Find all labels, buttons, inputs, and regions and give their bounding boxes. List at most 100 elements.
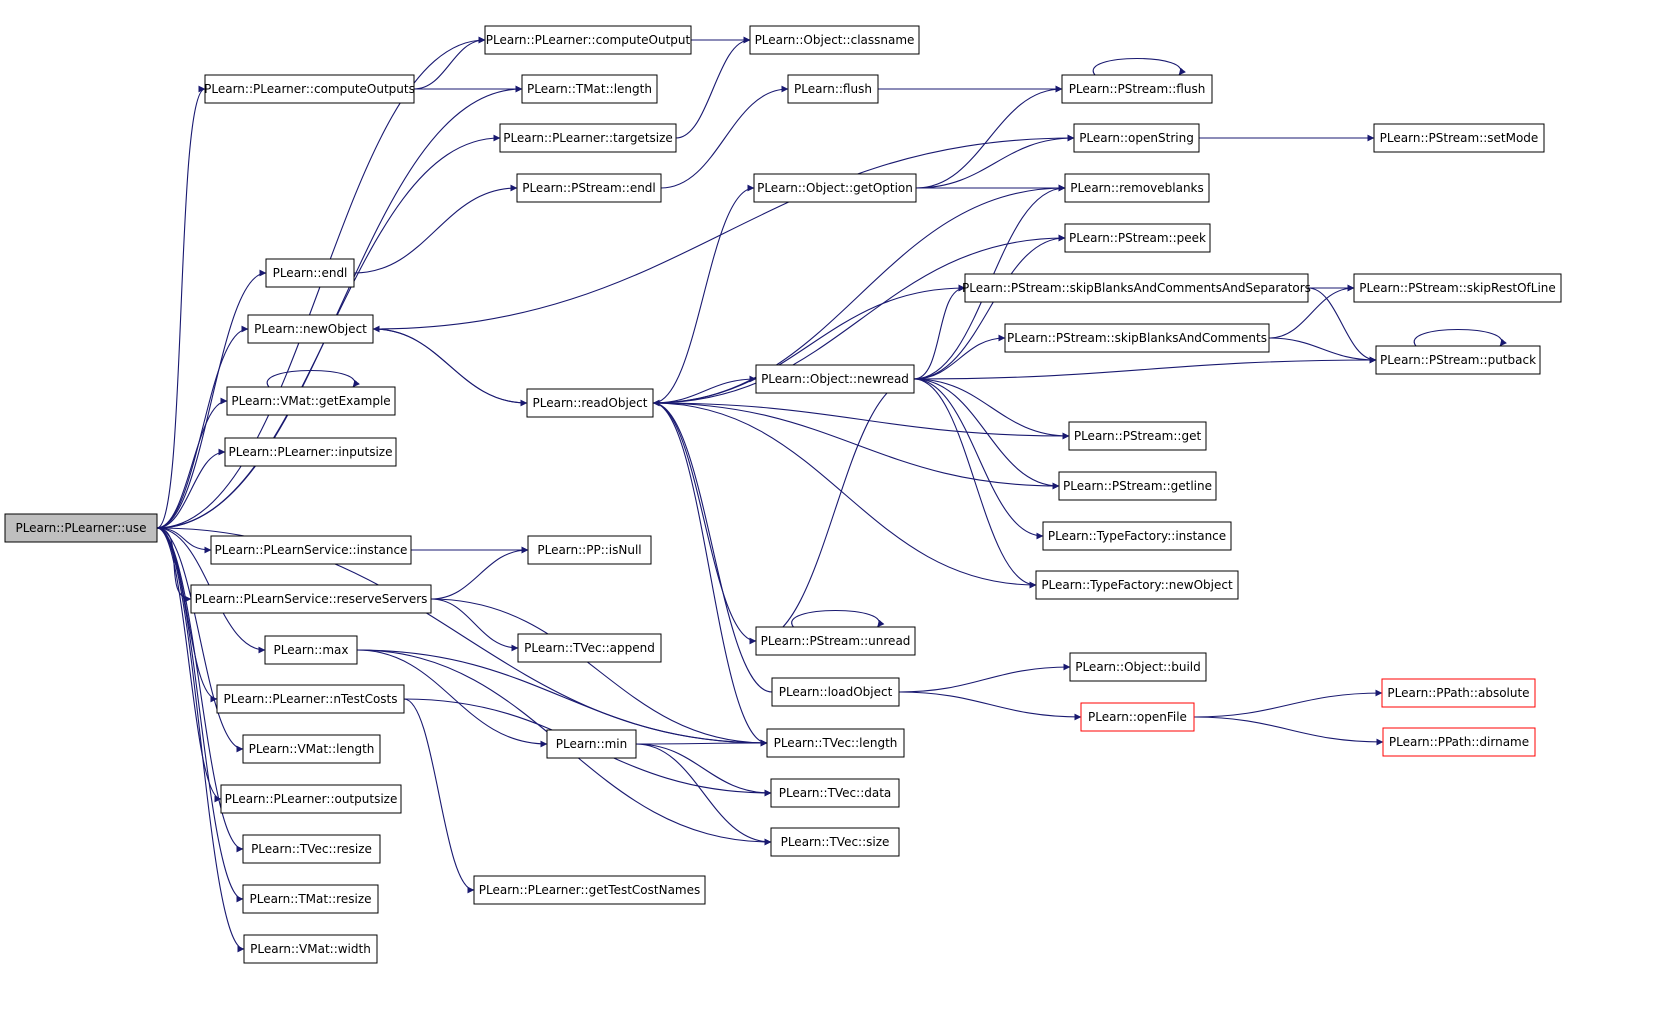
node-box[interactable] xyxy=(499,123,677,153)
node-box[interactable] xyxy=(220,784,402,814)
node-box[interactable] xyxy=(1381,678,1536,708)
node-box[interactable] xyxy=(771,677,900,707)
node-inputsize[interactable]: PLearn::PLearner::inputsize xyxy=(224,437,397,467)
node-targetsize[interactable]: PLearn::PLearner::targetsize xyxy=(499,123,677,153)
node-box[interactable] xyxy=(755,364,915,394)
node-box[interactable] xyxy=(1064,223,1211,253)
node-box[interactable] xyxy=(216,684,405,714)
node-box[interactable] xyxy=(247,314,374,344)
node-box[interactable] xyxy=(4,513,158,543)
node-pstreamGet[interactable]: PLearn::PStream::get xyxy=(1068,421,1207,451)
node-box[interactable] xyxy=(1382,727,1536,757)
node-openFile[interactable]: PLearn::openFile xyxy=(1080,702,1195,732)
node-box[interactable] xyxy=(484,25,692,55)
node-box[interactable] xyxy=(527,535,652,565)
node-computeOutput[interactable]: PLearn::PLearner::computeOutput xyxy=(484,25,692,55)
node-box[interactable] xyxy=(264,635,358,665)
node-append[interactable]: PLearn::TVec::append xyxy=(517,633,662,663)
node-box[interactable] xyxy=(1073,123,1200,153)
node-max[interactable]: PLearn::max xyxy=(264,635,358,665)
node-newread[interactable]: PLearn::Object::newread xyxy=(755,364,915,394)
node-box[interactable] xyxy=(1004,323,1270,353)
node-box[interactable] xyxy=(516,173,662,203)
node-removeblanks[interactable]: PLearn::removeblanks xyxy=(1064,173,1210,203)
node-tvecResize[interactable]: PLearn::TVec::resize xyxy=(242,834,381,864)
node-tvecData[interactable]: PLearn::TVec::data xyxy=(770,778,900,808)
node-setMode[interactable]: PLearn::PStream::setMode xyxy=(1373,123,1545,153)
node-pstreamFlush[interactable]: PLearn::PStream::flush xyxy=(1061,74,1213,104)
node-loadObject[interactable]: PLearn::loadObject xyxy=(771,677,900,707)
node-box[interactable] xyxy=(766,728,905,758)
node-box[interactable] xyxy=(517,633,662,663)
node-box[interactable] xyxy=(1353,273,1562,303)
node-box[interactable] xyxy=(1069,652,1207,682)
node-tvecSize[interactable]: PLearn::TVec::size xyxy=(770,827,900,857)
node-computeOutputs[interactable]: PLearn::PLearner::computeOutputs xyxy=(204,74,415,104)
node-box[interactable] xyxy=(770,827,900,857)
node-tmatLength[interactable]: PLearn::TMat::length xyxy=(521,74,658,104)
node-box[interactable] xyxy=(242,834,381,864)
node-box[interactable] xyxy=(265,258,355,288)
node-box[interactable] xyxy=(204,74,415,104)
node-box[interactable] xyxy=(1064,173,1210,203)
node-getExample[interactable]: PLearn::VMat::getExample xyxy=(226,386,396,416)
node-getline[interactable]: PLearn::PStream::getline xyxy=(1058,471,1217,501)
node-box[interactable] xyxy=(521,74,658,104)
node-box[interactable] xyxy=(753,173,917,203)
node-box[interactable] xyxy=(1080,702,1195,732)
node-box[interactable] xyxy=(243,934,378,964)
node-outputsize[interactable]: PLearn::PLearner::outputsize xyxy=(220,784,402,814)
node-dirname[interactable]: PLearn::PPath::dirname xyxy=(1382,727,1536,757)
node-newObject[interactable]: PLearn::newObject xyxy=(247,314,374,344)
node-box[interactable] xyxy=(755,626,916,656)
node-openString[interactable]: PLearn::openString xyxy=(1073,123,1200,153)
node-box[interactable] xyxy=(1068,421,1207,451)
node-box[interactable] xyxy=(1373,123,1545,153)
node-tmatResize[interactable]: PLearn::TMat::resize xyxy=(242,884,379,914)
node-absolute[interactable]: PLearn::PPath::absolute xyxy=(1381,678,1536,708)
node-box[interactable] xyxy=(964,273,1309,303)
node-box[interactable] xyxy=(473,875,706,905)
node-tfNewObject[interactable]: PLearn::TypeFactory::newObject xyxy=(1035,570,1239,600)
node-box[interactable] xyxy=(226,386,396,416)
node-tvecLength[interactable]: PLearn::TVec::length xyxy=(766,728,905,758)
node-box[interactable] xyxy=(242,734,381,764)
node-classname[interactable]: PLearn::Object::classname xyxy=(749,25,920,55)
node-box[interactable] xyxy=(749,25,920,55)
node-skipRestOfLine[interactable]: PLearn::PStream::skipRestOfLine xyxy=(1353,273,1562,303)
node-box[interactable] xyxy=(546,729,637,759)
node-pstreamEndl[interactable]: PLearn::PStream::endl xyxy=(516,173,662,203)
node-isNull[interactable]: PLearn::PP::isNull xyxy=(527,535,652,565)
node-vmatWidth[interactable]: PLearn::VMat::width xyxy=(243,934,378,964)
node-box[interactable] xyxy=(190,584,432,614)
node-getTestCostNames[interactable]: PLearn::PLearner::getTestCostNames xyxy=(473,875,706,905)
node-peek[interactable]: PLearn::PStream::peek xyxy=(1064,223,1211,253)
node-box[interactable] xyxy=(770,778,900,808)
node-box[interactable] xyxy=(1035,570,1239,600)
node-psInstance[interactable]: PLearn::PLearnService::instance xyxy=(210,535,412,565)
node-skipBCS[interactable]: PLearn::PStream::skipBlanksAndCommentsAn… xyxy=(962,273,1311,303)
node-reserveServers[interactable]: PLearn::PLearnService::reserveServers xyxy=(190,584,432,614)
node-getOption[interactable]: PLearn::Object::getOption xyxy=(753,173,917,203)
node-use[interactable]: PLearn::PLearner::use xyxy=(4,513,158,543)
node-flush[interactable]: PLearn::flush xyxy=(787,74,879,104)
node-box[interactable] xyxy=(787,74,879,104)
node-endl[interactable]: PLearn::endl xyxy=(265,258,355,288)
node-box[interactable] xyxy=(1375,345,1541,375)
node-box[interactable] xyxy=(1061,74,1213,104)
node-nTestCosts[interactable]: PLearn::PLearner::nTestCosts xyxy=(216,684,405,714)
node-box[interactable] xyxy=(210,535,412,565)
node-unread[interactable]: PLearn::PStream::unread xyxy=(755,626,916,656)
node-vmatLength[interactable]: PLearn::VMat::length xyxy=(242,734,381,764)
node-box[interactable] xyxy=(242,884,379,914)
node-tfInstance[interactable]: PLearn::TypeFactory::instance xyxy=(1042,521,1232,551)
node-min[interactable]: PLearn::min xyxy=(546,729,637,759)
node-box[interactable] xyxy=(1042,521,1232,551)
node-box[interactable] xyxy=(224,437,397,467)
node-objBuild[interactable]: PLearn::Object::build xyxy=(1069,652,1207,682)
node-putback[interactable]: PLearn::PStream::putback xyxy=(1375,345,1541,375)
node-box[interactable] xyxy=(526,388,654,418)
node-skipBC[interactable]: PLearn::PStream::skipBlanksAndComments xyxy=(1004,323,1270,353)
node-box[interactable] xyxy=(1058,471,1217,501)
node-readObject[interactable]: PLearn::readObject xyxy=(526,388,654,418)
